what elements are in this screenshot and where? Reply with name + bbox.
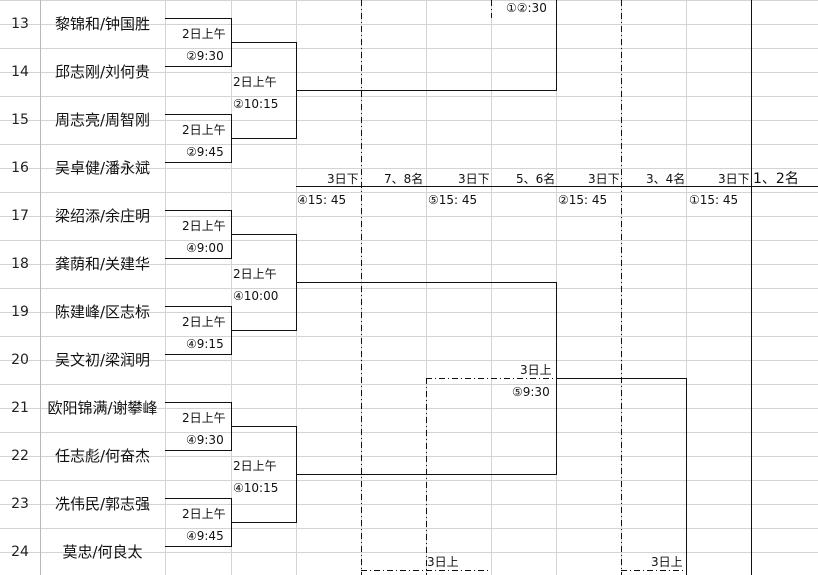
match-day-label: 3日下 [327, 172, 359, 186]
team-name-cell[interactable]: 任志彪/何奋杰 [54, 447, 151, 465]
row-header[interactable]: 22 [11, 448, 29, 464]
match-time-label: ④9:30 [186, 433, 224, 447]
row-header[interactable]: 24 [11, 544, 29, 560]
match-day-label: 2日上午 [182, 411, 226, 425]
row-header[interactable]: 13 [11, 16, 29, 32]
match-day-label: 2日上午 [233, 267, 277, 281]
match-day-label: 3日下 [718, 172, 750, 186]
match-time-label: ④15: 45 [297, 193, 347, 207]
match-time-label: ⑤9:30 [512, 385, 550, 399]
team-name-cell[interactable]: 梁绍添/余庄明 [54, 207, 151, 225]
row-header[interactable]: 18 [11, 256, 29, 272]
placing-label: 7、8名 [384, 172, 424, 186]
row-header[interactable]: 20 [11, 352, 29, 368]
row-header[interactable]: 14 [11, 64, 29, 80]
match-time-label: ①②:30 [506, 1, 547, 15]
match-time-label: ②15: 45 [558, 193, 608, 207]
match-time-label: ⑤15: 45 [428, 193, 478, 207]
team-name-cell[interactable]: 吴卓健/潘永斌 [54, 159, 151, 177]
match-day-label: 3日上 [651, 555, 683, 569]
match-time-label: ④10:15 [233, 481, 279, 495]
row-header[interactable]: 23 [11, 496, 29, 512]
match-day-label: 2日上午 [182, 219, 226, 233]
row-header[interactable]: 19 [11, 304, 29, 320]
match-time-label: ②10:15 [233, 97, 279, 111]
row-header[interactable]: 15 [11, 112, 29, 128]
team-name-cell[interactable]: 吴文初/梁润明 [54, 351, 151, 369]
row-header[interactable]: 21 [11, 400, 29, 416]
match-time-label: ④9:45 [186, 529, 224, 543]
match-time-label: ①15: 45 [689, 193, 739, 207]
team-name-cell[interactable]: 周志亮/周智刚 [54, 111, 151, 129]
placing-label: 1、2名 [753, 171, 799, 187]
match-time-label: ②9:45 [186, 145, 224, 159]
match-day-label: 2日上午 [182, 507, 226, 521]
placing-label: 3、4名 [646, 172, 686, 186]
match-day-label: 2日上午 [233, 75, 277, 89]
placing-label: 5、6名 [516, 172, 556, 186]
match-time-label: ②9:30 [186, 49, 224, 63]
match-time-label: ④9:15 [186, 337, 224, 351]
team-name-cell[interactable]: 邱志刚/刘何贵 [54, 63, 151, 81]
team-name-cell[interactable]: 黎锦和/钟国胜 [54, 15, 151, 33]
match-day-label: 3日下 [588, 172, 620, 186]
match-day-label: 3日上 [520, 363, 552, 377]
team-name-cell[interactable]: 莫忠/何良太 [62, 543, 143, 561]
match-time-label: ④9:00 [186, 241, 224, 255]
team-name-cell[interactable]: 欧阳锦满/谢攀峰 [47, 399, 158, 417]
match-day-label: 2日上午 [182, 123, 226, 137]
team-name-cell[interactable]: 龚荫和/关建华 [54, 255, 151, 273]
match-day-label: 2日上午 [182, 315, 226, 329]
match-day-label: 3日下 [458, 172, 490, 186]
match-time-label: ④10:00 [233, 289, 279, 303]
row-header[interactable]: 16 [11, 160, 29, 176]
match-day-label: 2日上午 [182, 27, 226, 41]
team-name-cell[interactable]: 陈建峰/区志标 [54, 303, 151, 321]
match-day-label: 2日上午 [233, 459, 277, 473]
team-name-cell[interactable]: 冼伟民/郭志强 [54, 495, 151, 513]
match-day-label: 3日上 [427, 555, 459, 569]
row-header[interactable]: 17 [11, 208, 29, 224]
